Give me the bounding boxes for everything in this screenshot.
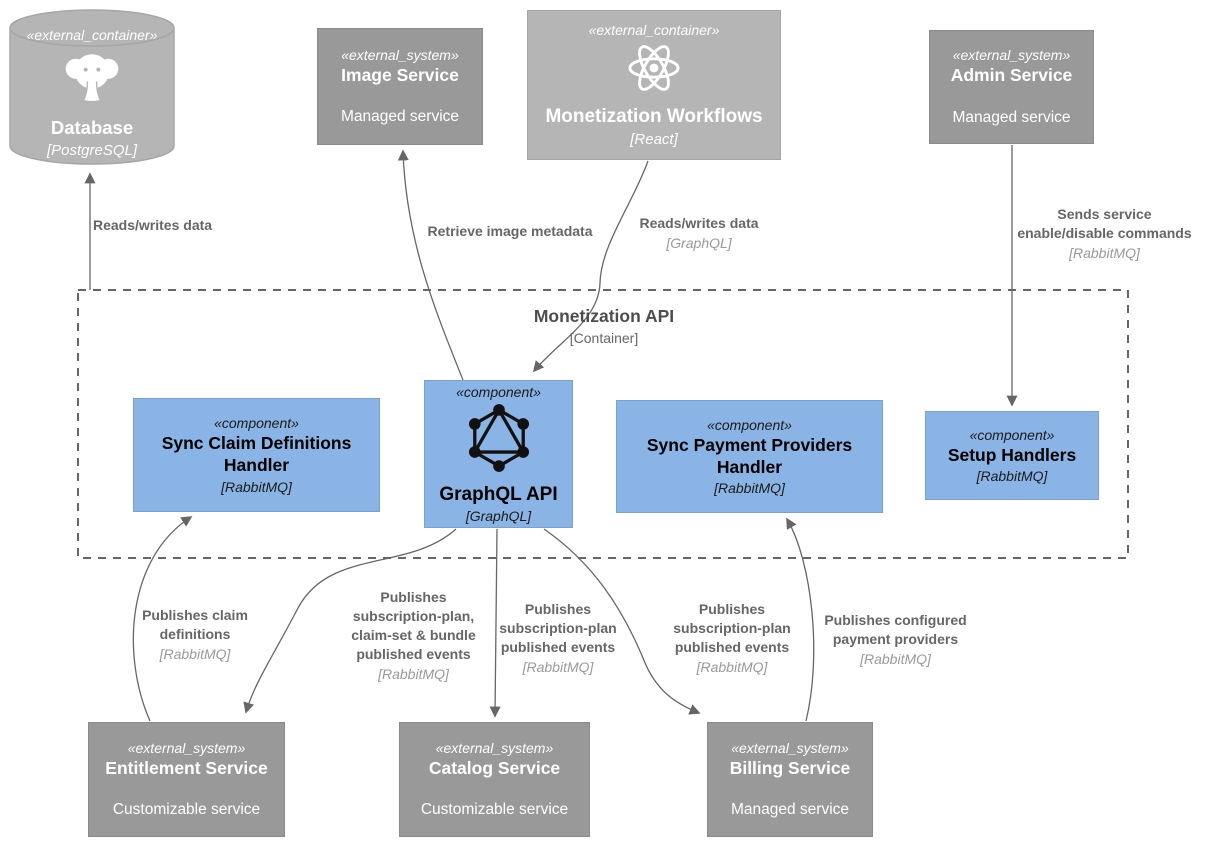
node-stereotype: «component» <box>456 383 541 400</box>
node-description: Managed service <box>340 108 460 126</box>
graphql-icon <box>468 403 530 477</box>
edge-label-publishes-subscription-plan-billing: Publishes subscription-plan published ev… <box>673 601 791 675</box>
node-title: GraphQL API <box>439 483 558 505</box>
node-graphql-api[interactable]: «component» GraphQL API [GraphQL] <box>424 380 573 528</box>
node-title: Monetization Workflows <box>545 106 763 128</box>
edge-label-reads-writes-data-graphql: Reads/writes data [GraphQL] <box>639 215 759 251</box>
node-technology: [PostgreSQL] <box>46 141 138 159</box>
node-description: Customizable service <box>112 801 261 819</box>
node-stereotype: «component» <box>969 426 1055 443</box>
edge-label-publishes-configured-payment-providers: Publishes configured payment providers [… <box>824 612 967 667</box>
node-title: Sync Payment Providers Handler <box>646 434 853 477</box>
node-stereotype: «external_system» <box>731 739 849 756</box>
node-monetization-workflows[interactable]: «external_container» Monetization Workfl… <box>527 10 781 160</box>
node-title: Setup Handlers <box>947 444 1077 465</box>
node-admin-service[interactable]: «external_system» Admin Service Managed … <box>929 30 1094 144</box>
edge-publishes-bundle-events[interactable] <box>243 528 457 714</box>
node-sync-claim-definitions-handler[interactable]: «component» Sync Claim Definitions Handl… <box>133 398 380 512</box>
node-description: Managed service <box>952 108 1071 126</box>
node-billing-service[interactable]: «external_system» Billing Service Manage… <box>707 722 873 837</box>
edge-workflows-reads-writes-graphql[interactable] <box>532 160 649 373</box>
edge-publishes-subscription-plan-catalog[interactable] <box>489 528 501 718</box>
edge-publishes-subscription-plan-billing[interactable] <box>543 528 701 715</box>
node-stereotype: «external_system» <box>435 739 554 756</box>
node-description: Customizable service <box>420 801 569 819</box>
node-stereotype: «external_system» <box>341 46 459 63</box>
node-sync-payment-providers-handler[interactable]: «component» Sync Payment Providers Handl… <box>616 400 883 513</box>
container-boundary-title: Monetization API [Container] <box>454 306 754 346</box>
edge-label-sends-service-commands: Sends service enable/disable commands [R… <box>1017 206 1192 261</box>
edge-label-retrieve-image-metadata: Retrieve image metadata <box>427 223 593 239</box>
node-technology: [RabbitMQ] <box>221 478 292 495</box>
node-stereotype: «component» <box>707 416 792 433</box>
edge-label-publishes-bundle-events: Publishes subscription-plan, claim-set &… <box>351 589 476 682</box>
edge-retrieve-image-metadata[interactable] <box>397 149 464 381</box>
node-title: Billing Service <box>729 757 851 778</box>
node-title: Entitlement Service <box>105 757 268 778</box>
node-stereotype: «external_system» <box>127 739 246 756</box>
edge-label-reads-writes-data: Reads/writes data <box>93 217 213 233</box>
monetization-api-boundary[interactable] <box>77 289 1129 559</box>
edge-publishes-configured-payment-providers[interactable] <box>786 517 815 722</box>
node-catalog-service[interactable]: «external_system» Catalog Service Custom… <box>399 722 590 837</box>
node-title: Admin Service <box>950 65 1073 86</box>
node-stereotype: «external_container» <box>26 27 158 44</box>
node-stereotype: «component» <box>214 415 299 432</box>
node-stereotype: «external_container» <box>588 22 720 39</box>
node-technology: [GraphQL] <box>465 508 532 525</box>
node-title: Image Service <box>341 64 459 85</box>
node-description: Managed service <box>730 801 850 819</box>
edge-publishes-claim-definitions[interactable] <box>132 516 193 722</box>
node-technology: [React] <box>630 130 678 148</box>
boundary-subtitle-text: [Container] <box>569 330 639 346</box>
node-setup-handlers[interactable]: «component» Setup Handlers [RabbitMQ] <box>925 411 1099 500</box>
node-technology: [RabbitMQ] <box>976 468 1048 485</box>
node-image-service[interactable]: «external_system» Image Service Managed … <box>317 28 483 145</box>
postgresql-elephant-icon <box>63 47 121 110</box>
react-icon <box>626 42 682 99</box>
node-stereotype: «external_system» <box>952 47 1071 64</box>
node-technology: [RabbitMQ] <box>714 480 785 497</box>
node-database[interactable]: «external_container» Database [PostgreSQ… <box>8 6 176 168</box>
node-entitlement-service[interactable]: «external_system» Entitlement Service Cu… <box>88 722 285 837</box>
edge-label-publishes-subscription-plan-catalog: Publishes subscription-plan published ev… <box>499 601 617 675</box>
node-title: Database <box>50 117 134 139</box>
node-title: Catalog Service <box>428 757 561 778</box>
edge-label-publishes-claim-definitions: Publishes claim definitions [RabbitMQ] <box>142 607 248 662</box>
node-title: Sync Claim Definitions Handler <box>161 433 352 475</box>
boundary-title-text: Monetization API <box>533 306 675 326</box>
